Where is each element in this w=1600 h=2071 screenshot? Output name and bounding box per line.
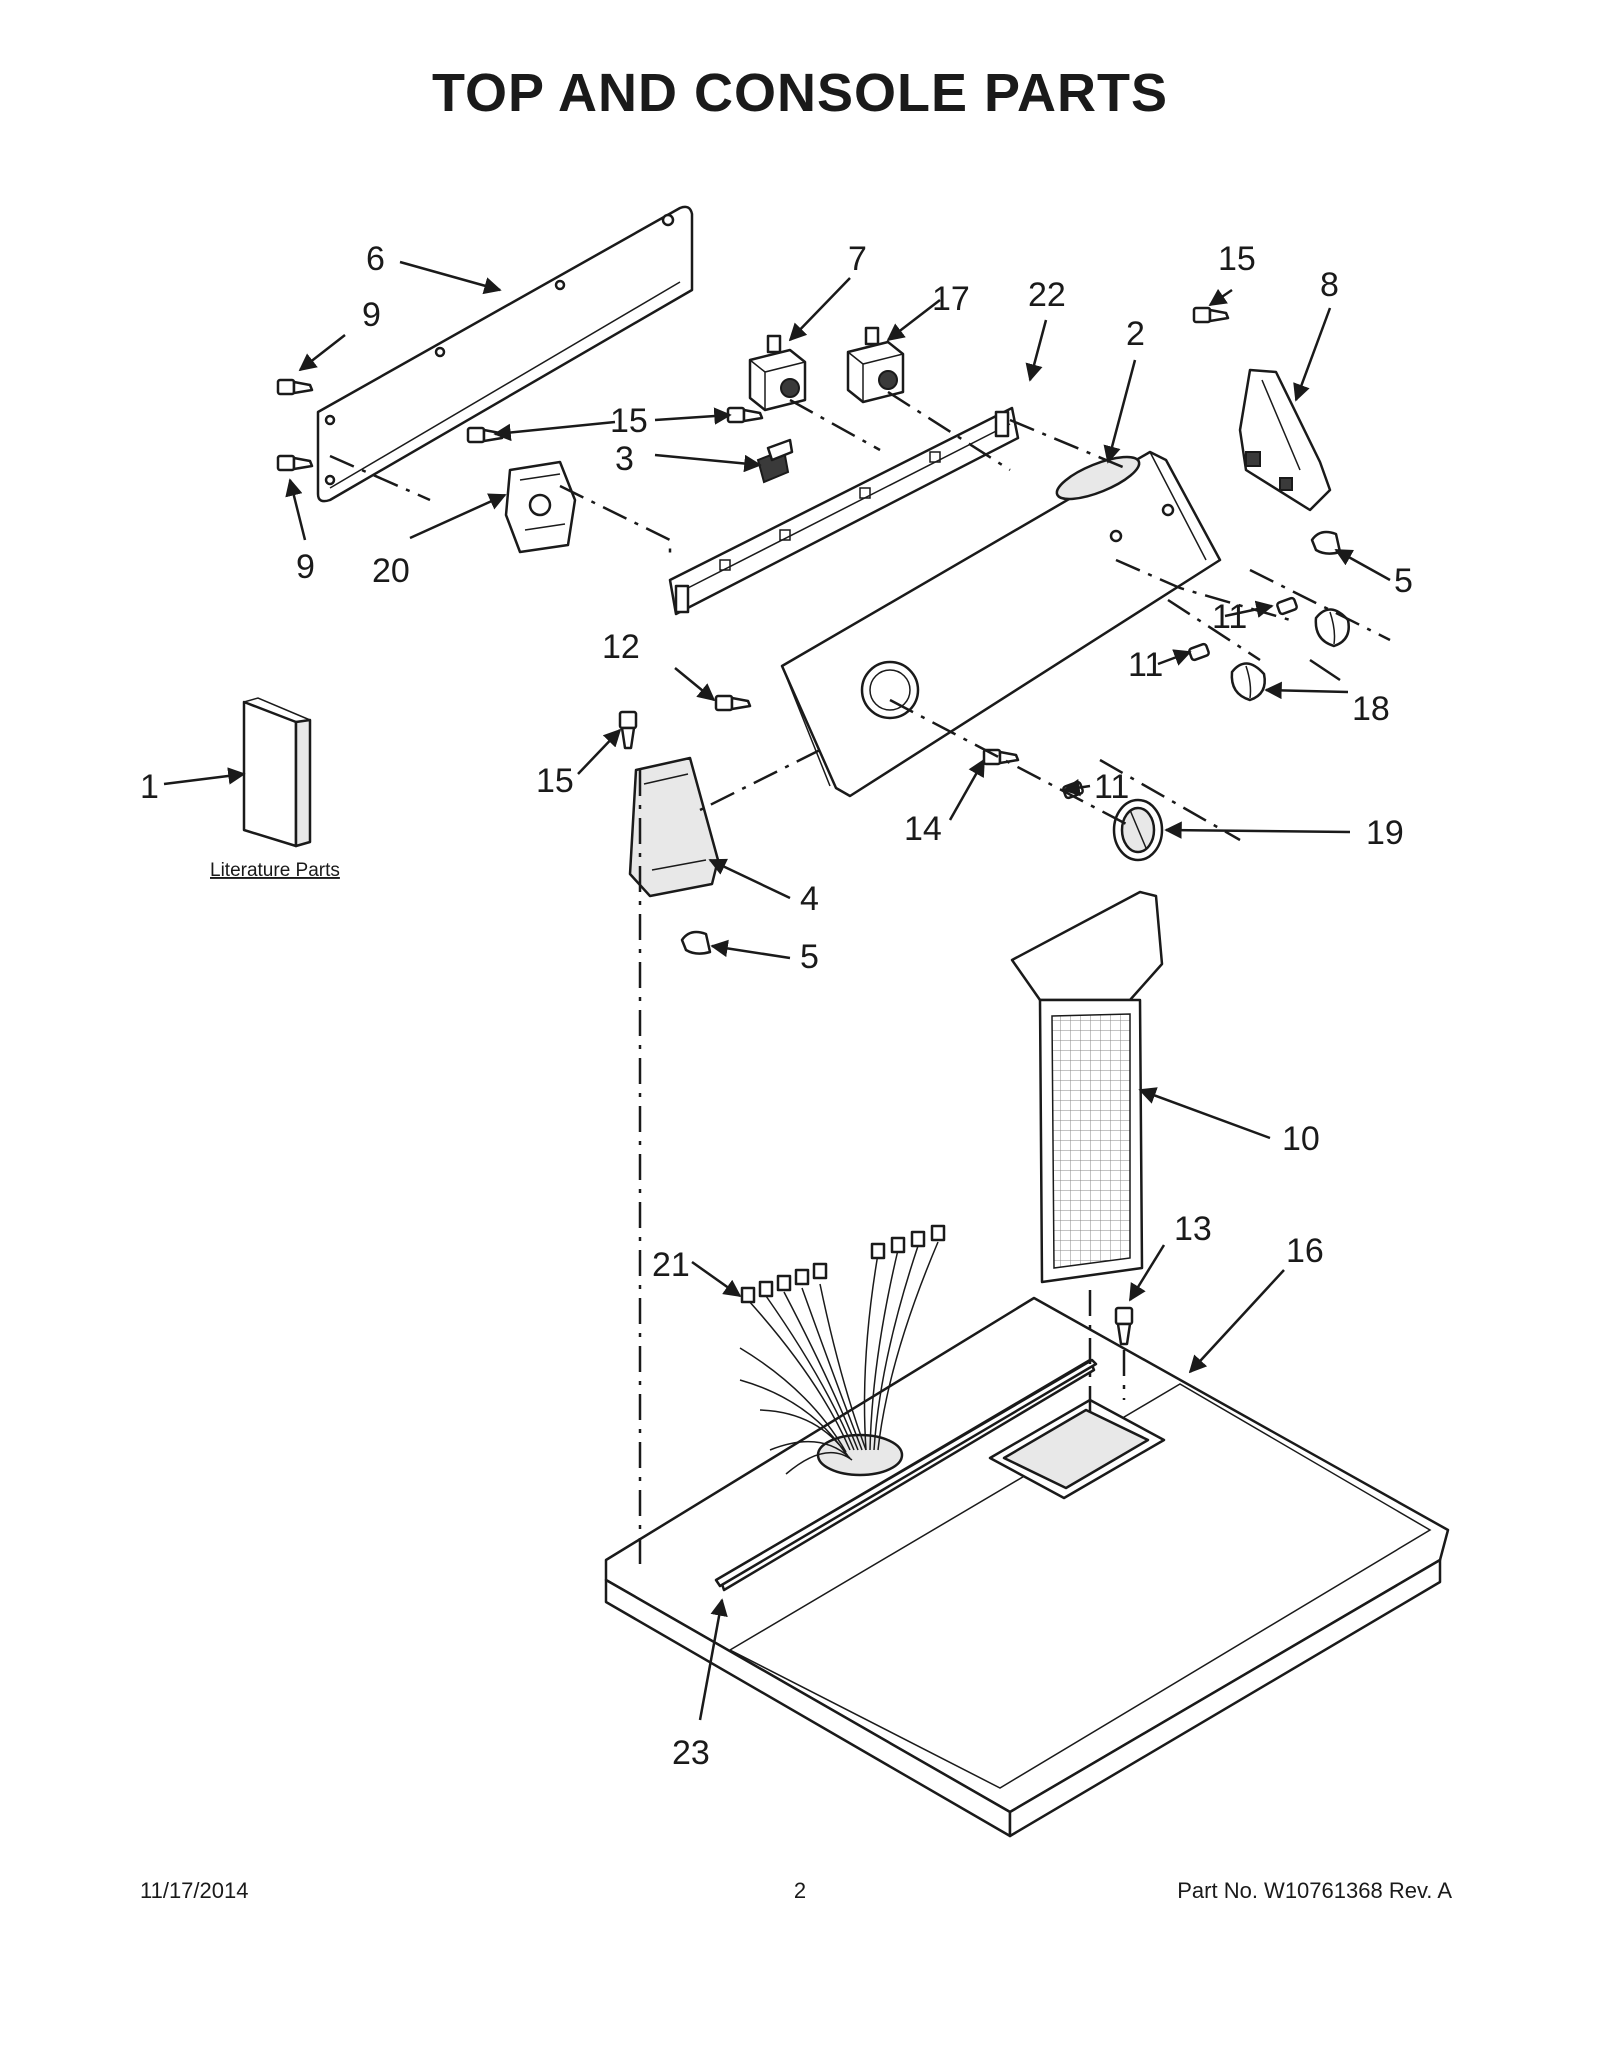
callout-12: 12 [602, 628, 640, 666]
part-11-spring-upper [1276, 596, 1298, 616]
callout-22: 22 [1028, 276, 1066, 314]
part-13-screw [1114, 1306, 1134, 1346]
part-19-knob [1112, 798, 1164, 862]
part-12-screw [714, 694, 752, 712]
callout-16: 16 [1286, 1232, 1324, 1270]
footer-part-number: Part No. W10761368 Rev. A [1177, 1878, 1452, 1903]
part-15-screw-right [1192, 306, 1230, 324]
callout-9-upper: 9 [362, 296, 381, 334]
part-6-rear-panel [316, 205, 694, 503]
part-14-screw [982, 748, 1020, 766]
callout-23: 23 [672, 1734, 710, 1772]
callout-3: 3 [615, 440, 634, 478]
callout-7: 7 [848, 240, 867, 278]
part-17-switch [846, 326, 905, 404]
footer-page-number: 2 [793, 1878, 807, 1903]
callout-11-upper: 11 [1212, 598, 1247, 636]
callout-21: 21 [652, 1246, 690, 1284]
callout-2: 2 [1126, 315, 1145, 353]
callout-19: 19 [1366, 814, 1404, 852]
callout-18: 18 [1352, 690, 1390, 728]
part-7-switch [748, 334, 807, 412]
callout-20: 20 [372, 552, 410, 590]
part-1-literature [242, 697, 312, 848]
callout-5-lower: 5 [800, 938, 819, 976]
callout-13: 13 [1174, 1210, 1212, 1248]
part-21-wire-harness [739, 1224, 946, 1475]
callout-11-middle: 11 [1128, 646, 1163, 684]
assembly-lines [329, 390, 1391, 1570]
callout-9-lower: 9 [296, 548, 315, 586]
part-11-spring-middle [1188, 642, 1210, 662]
callout-5-upper: 5 [1394, 562, 1413, 600]
callout-15-center: 15 [610, 402, 648, 440]
footer-date: 11/17/2014 [140, 1878, 249, 1903]
callout-15-left: 15 [536, 762, 574, 800]
part-2-console [780, 450, 1222, 798]
part-15-screw-vertical [618, 710, 638, 750]
callout-labels: 2 3 4 5 5 6 7 8 9 9 10 11 11 11 12 13 14… [140, 240, 1413, 1772]
callout-8: 8 [1320, 266, 1339, 304]
literature-parts-label: Literature Parts [210, 860, 340, 881]
callout-6: 6 [366, 240, 385, 278]
part-20-timer [504, 460, 577, 554]
callout-15-right: 15 [1218, 240, 1256, 278]
callout-4: 4 [800, 880, 819, 918]
callout-1: 1 [140, 768, 159, 806]
page-title: TOP AND CONSOLE PARTS [431, 63, 1169, 123]
callout-17: 17 [932, 280, 970, 318]
part-5-clip-lower [680, 930, 712, 955]
part-22-console-bracket [668, 406, 1020, 616]
part-16-top-panel [604, 1296, 1450, 1838]
part-9-screw-lower [276, 454, 314, 472]
callout-11-lower: 11 [1094, 768, 1129, 806]
part-10-lint-screen [1010, 890, 1164, 1284]
callout-10: 10 [1282, 1120, 1320, 1158]
part-4-end-cap [628, 756, 720, 898]
leader-lines [163, 260, 1391, 1721]
part-3-clip [756, 438, 794, 484]
part-18-knob-upper [1314, 608, 1350, 648]
part-15-screw-center [726, 406, 764, 424]
part-23-strip [714, 1358, 1098, 1588]
part-9-screw-upper [276, 378, 314, 396]
part-8-end-cap [1238, 368, 1332, 512]
callout-14: 14 [904, 810, 942, 848]
part-18-knob-lower [1230, 662, 1266, 702]
